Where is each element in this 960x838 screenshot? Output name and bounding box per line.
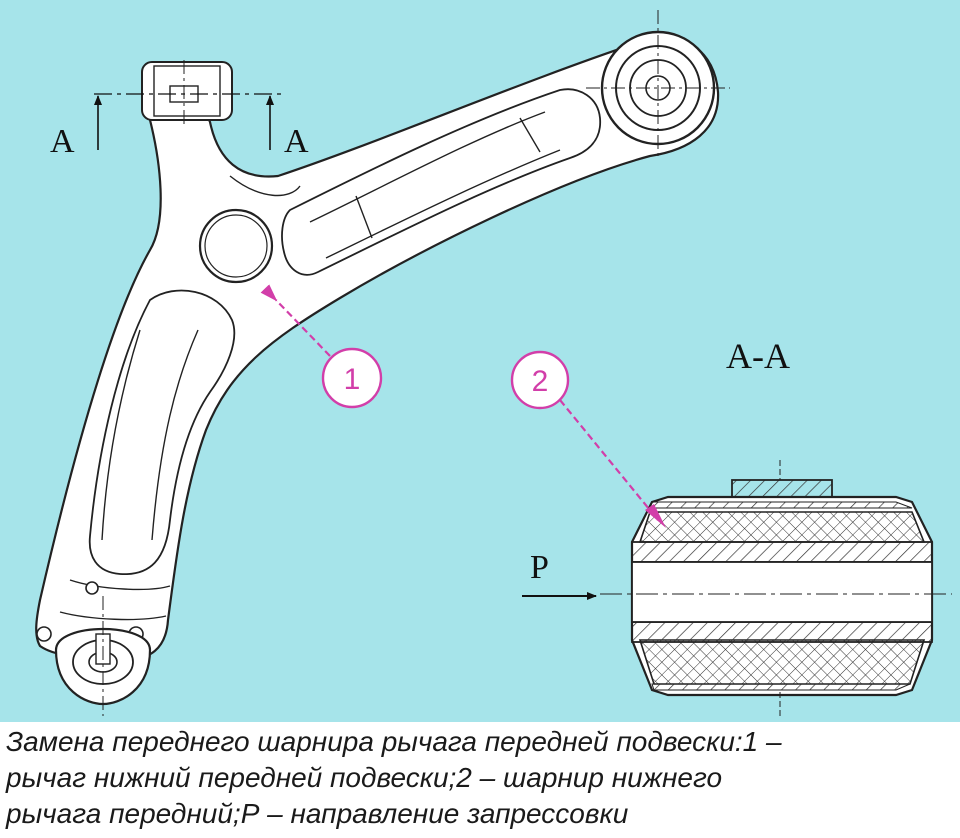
callout-2-number: 2	[532, 365, 549, 398]
rear-bushing	[586, 10, 730, 160]
section-label-left: A	[50, 123, 75, 160]
ball-joint	[54, 596, 152, 716]
lower-arm	[35, 36, 720, 660]
section-marker	[94, 93, 282, 150]
front-bushing	[141, 60, 233, 128]
force-label: P	[530, 549, 549, 586]
callout-2: 2	[510, 350, 666, 528]
suspension-arm-drawing: A A 1 A-A	[35, 10, 952, 716]
callout-1-circle	[321, 347, 383, 409]
caption-line-1: Замена переднего шарнира рычага передней…	[6, 726, 782, 757]
technical-drawing: A A 1 A-A	[0, 0, 960, 722]
callout-2-circle	[510, 350, 570, 410]
figure-caption: Замена переднего шарнира рычага передней…	[6, 724, 956, 832]
bushing-section	[600, 460, 952, 716]
callout-1: 1	[260, 284, 383, 409]
section-label-right: A	[284, 123, 309, 160]
caption-line-3: рычага передний;Р – направление запрессо…	[6, 798, 629, 829]
section-title: A-A	[726, 336, 790, 376]
caption-line-2: рычаг нижний передней подвески;2 – шарни…	[6, 762, 723, 793]
callout-1-number: 1	[344, 363, 361, 396]
press-direction: P	[522, 549, 597, 600]
